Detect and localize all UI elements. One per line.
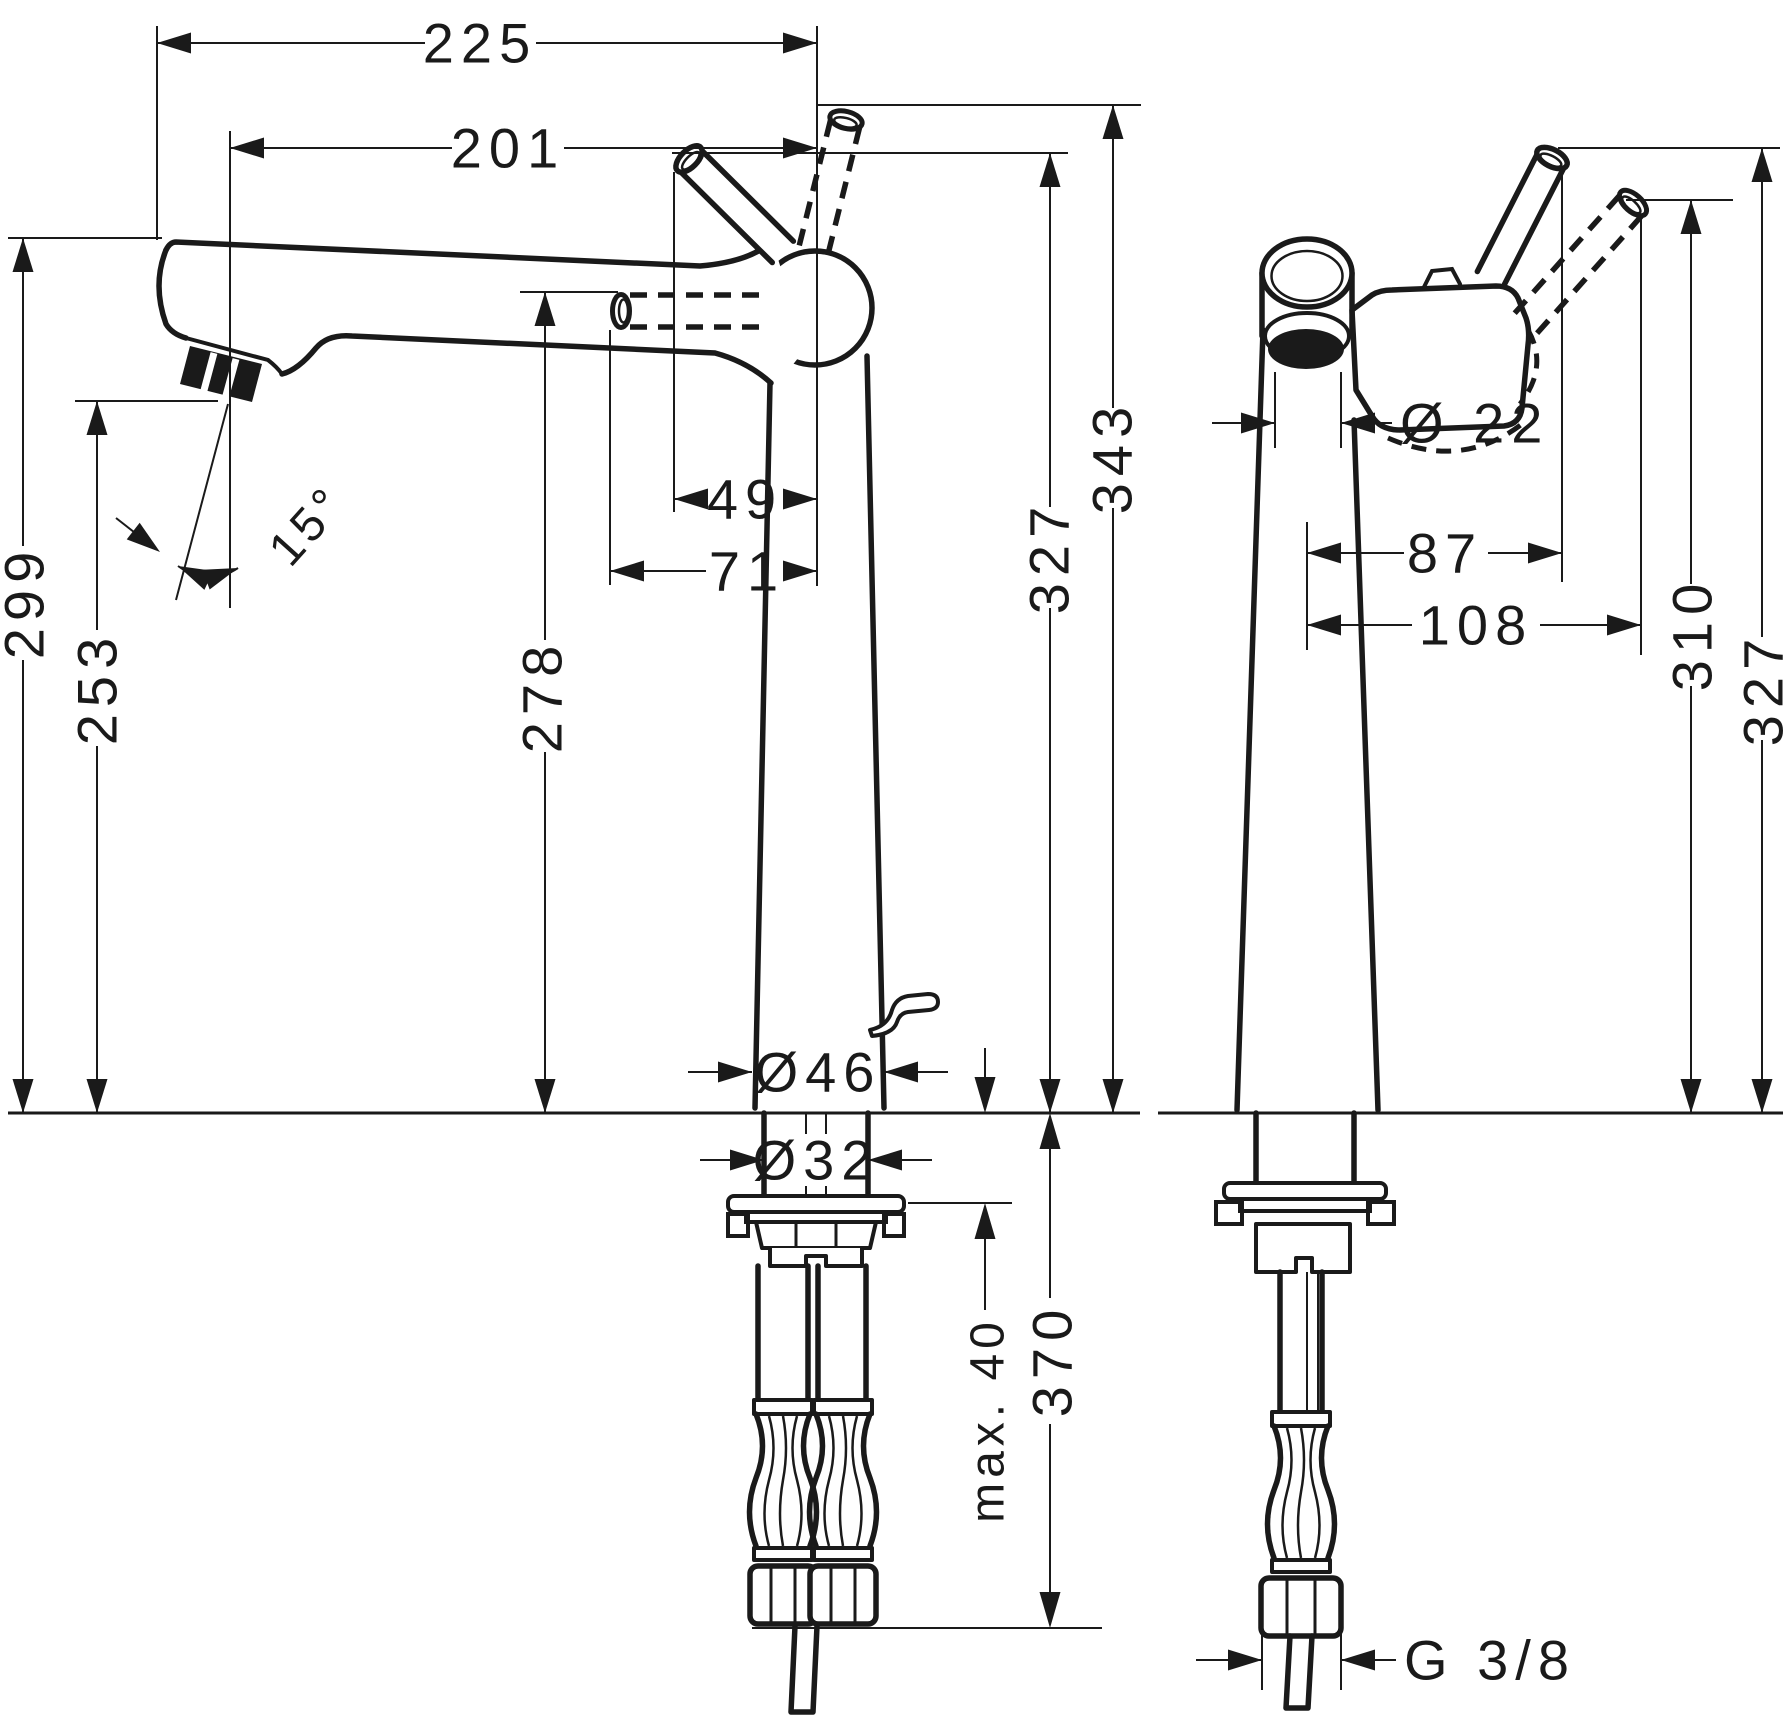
dim-label-g38: G 3/8 bbox=[1404, 1629, 1576, 1692]
handle-max-position-ghost bbox=[794, 108, 865, 261]
spout bbox=[156, 239, 806, 402]
dimension-height-handle-horizontal: 278 bbox=[511, 291, 618, 1113]
dim-label-49: 49 bbox=[707, 468, 783, 531]
front-mounting-hardware bbox=[726, 1110, 906, 1268]
dimension-shank-diameter: Ø32 bbox=[700, 1129, 932, 1192]
dimension-spout-pipe-diameter: Ø 22 bbox=[1212, 372, 1549, 455]
dimension-height-spout-top: 299 bbox=[0, 237, 162, 1113]
dimension-handle-offset-tilted: 108 bbox=[1307, 594, 1641, 657]
dim-label-310: 310 bbox=[1661, 577, 1724, 691]
faucet-body-column bbox=[752, 353, 887, 1111]
handle-horizontal-position-ghost bbox=[610, 292, 760, 330]
dimension-deck-thickness: max. 40 bbox=[908, 1048, 1015, 1523]
dimension-connection-thread: G 3/8 bbox=[1196, 1629, 1576, 1692]
dimension-width-overall: 225 bbox=[157, 12, 817, 75]
dimension-handle-offset-rest: 87 bbox=[1307, 522, 1562, 585]
handle-raised-position bbox=[673, 143, 797, 266]
dimension-base-diameter: Ø46 bbox=[688, 1041, 948, 1104]
dim-label-299: 299 bbox=[0, 545, 56, 659]
side-dimensions: Ø 22 87 108 310 bbox=[1196, 147, 1786, 1692]
side-handle-tilted-ghost bbox=[1506, 187, 1650, 342]
dim-label-201: 201 bbox=[451, 117, 565, 180]
dim-label-327-front: 327 bbox=[1018, 500, 1081, 614]
pop-up-rod-lever bbox=[868, 992, 940, 1038]
dimension-height-handle-tilted-side: 310 bbox=[1626, 199, 1733, 1113]
dim-label-d46: Ø46 bbox=[755, 1041, 882, 1104]
dimension-height-outlet: 253 bbox=[66, 400, 218, 1113]
side-mounting-hardware bbox=[1214, 1110, 1396, 1711]
dim-label-370: 370 bbox=[1021, 1303, 1084, 1417]
dim-label-253: 253 bbox=[66, 631, 129, 745]
dim-label-278: 278 bbox=[511, 639, 574, 753]
dim-label-327-side: 327 bbox=[1732, 632, 1786, 746]
side-handle-housing bbox=[1349, 266, 1540, 454]
dimension-height-handle-rest-side: 327 bbox=[1558, 147, 1786, 1113]
supply-hoses bbox=[746, 1263, 880, 1715]
dimension-height-handle-max: 343 bbox=[818, 104, 1144, 1113]
side-view bbox=[1214, 144, 1650, 1711]
dim-label-343: 343 bbox=[1081, 400, 1144, 514]
dim-label-15deg: 15° bbox=[259, 476, 357, 577]
dimension-hose-length: 370 bbox=[752, 1113, 1102, 1629]
side-body-column bbox=[1234, 327, 1381, 1113]
dim-label-225: 225 bbox=[423, 12, 537, 75]
side-spout-outlet bbox=[1259, 236, 1355, 369]
dimension-handle-reach-horizontal: 71 bbox=[610, 540, 817, 603]
dim-label-d22: Ø 22 bbox=[1400, 392, 1549, 455]
side-handle-rest bbox=[1474, 144, 1570, 288]
dim-label-71: 71 bbox=[709, 540, 785, 603]
dimension-width-to-outlet: 201 bbox=[230, 117, 817, 180]
dimension-spray-angle: 15° bbox=[115, 403, 357, 601]
dim-label-108: 108 bbox=[1419, 594, 1533, 657]
dimension-handle-reach-raised: 49 bbox=[674, 468, 817, 531]
dimension-height-handle-rest-front: 327 bbox=[672, 152, 1081, 1113]
front-dimensions: 225 201 49 71 299 bbox=[0, 12, 1144, 1629]
dim-label-max40: max. 40 bbox=[962, 1317, 1015, 1523]
front-view bbox=[156, 108, 940, 1715]
dim-label-87: 87 bbox=[1407, 522, 1483, 585]
dim-label-d32: Ø32 bbox=[753, 1129, 880, 1192]
